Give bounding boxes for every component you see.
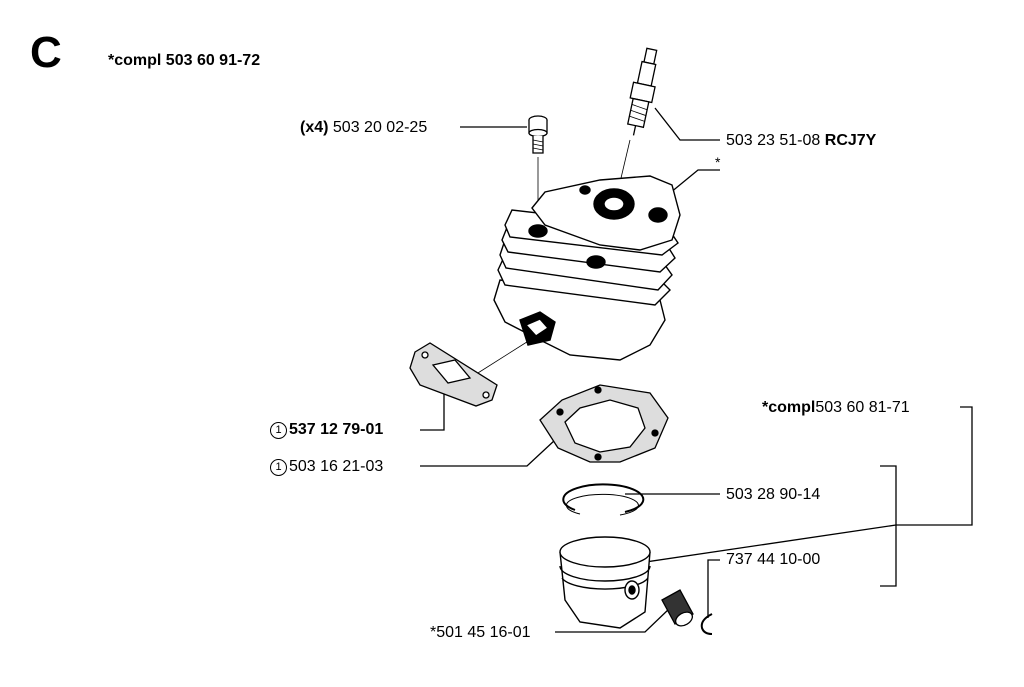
screws-qty: (x4) bbox=[300, 119, 329, 136]
cylinder-shape bbox=[493, 175, 681, 361]
bracket-piston-kit bbox=[896, 406, 973, 526]
piston-kit-prefix: *compl bbox=[762, 399, 816, 416]
piston-ring-shape bbox=[562, 483, 645, 516]
exhaust-gasket-shape bbox=[409, 342, 498, 407]
circlip-shape bbox=[700, 613, 713, 635]
leader-circlip bbox=[707, 559, 720, 618]
label-circlip: 737 44 10-00 bbox=[726, 551, 821, 568]
label-cylinder-mark: * bbox=[715, 154, 721, 170]
piston-shape bbox=[559, 536, 651, 629]
screws-number: 503 20 02-25 bbox=[332, 119, 428, 136]
assembly-title-number: 503 60 91-72 bbox=[165, 52, 261, 69]
needle-bearing-shape bbox=[661, 589, 694, 627]
leader-piston-crown bbox=[631, 524, 897, 565]
label-screws: (x4) 503 20 02-25 bbox=[300, 119, 427, 137]
spark-plug-code: RCJ7Y bbox=[824, 132, 877, 149]
assembly-title: *compl 503 60 91-72 bbox=[108, 52, 260, 70]
section-letter: C bbox=[30, 28, 62, 77]
label-piston-ring: 503 28 90-14 bbox=[726, 486, 821, 503]
leader-base-gasket bbox=[420, 439, 556, 467]
label-piston-kit: *compl503 60 81-71 bbox=[762, 399, 910, 417]
assembly-title-prefix: *compl bbox=[108, 52, 162, 69]
screw-shape bbox=[528, 115, 548, 154]
leader-spark-plug bbox=[654, 107, 720, 141]
exhaust-gasket-number: 537 12 79-01 bbox=[289, 421, 384, 438]
label-piston: *501 45 16-01 bbox=[430, 624, 531, 641]
base-gasket-shape bbox=[539, 384, 669, 463]
label-spark-plug: 503 23 51-08 RCJ7Y bbox=[726, 132, 876, 150]
exhaust-axis bbox=[469, 339, 531, 379]
ref-circle-base-gasket: 1 bbox=[270, 459, 287, 476]
spark-plug-shape bbox=[626, 47, 658, 136]
ref-circle-exhaust-gasket: 1 bbox=[270, 422, 287, 439]
bracket-piston-kit-inner bbox=[880, 465, 897, 587]
base-gasket-number: 503 16 21-03 bbox=[289, 458, 384, 475]
piston-kit-number: 503 60 81-71 bbox=[815, 399, 910, 416]
spark-plug-number: 503 23 51-08 bbox=[726, 132, 821, 149]
leader-cylinder bbox=[669, 169, 720, 194]
leader-piston bbox=[555, 607, 671, 633]
